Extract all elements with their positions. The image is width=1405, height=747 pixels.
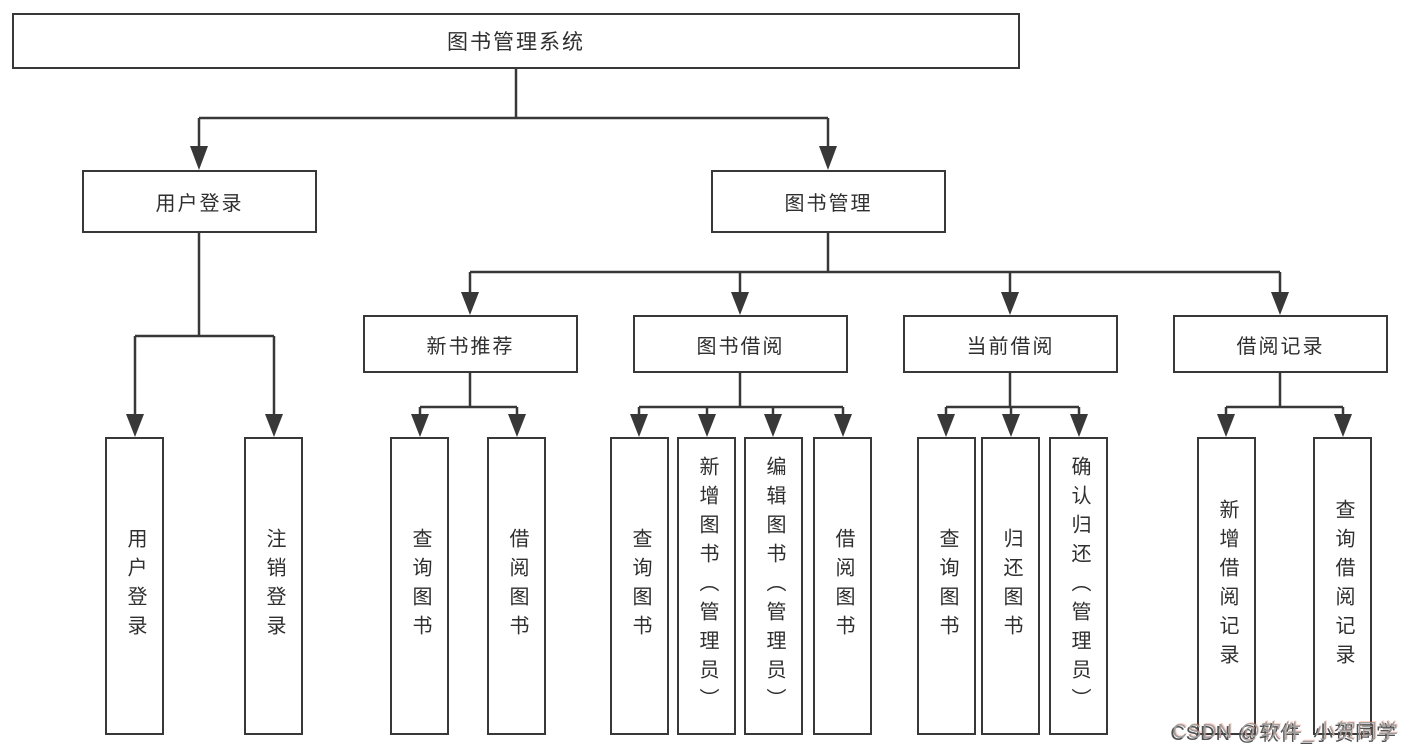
arrowheads (126, 146, 1352, 437)
node-library-management-system: 图书管理系统 (12, 13, 1020, 69)
arrow-down-icon (265, 414, 283, 437)
node-label: 用户登录 (124, 528, 146, 644)
node-leaf-query-books-borrowing: 查询图书 (610, 437, 669, 735)
node-label: 借阅图书 (832, 528, 854, 644)
connector-user-login-branch (133, 233, 276, 416)
node-label: 借阅图书 (506, 528, 528, 644)
connector-borrow-records-branch (1224, 373, 1345, 416)
node-label: 图书管理系统 (447, 31, 585, 54)
node-label: 新增借阅记录 (1216, 499, 1238, 673)
arrow-down-icon (630, 414, 648, 437)
arrow-down-icon (834, 414, 852, 437)
arrow-down-icon (508, 414, 526, 437)
arrow-down-icon (126, 414, 144, 437)
node-leaf-query-books-current: 查询图书 (917, 437, 976, 735)
arrow-down-icon (1070, 414, 1088, 437)
node-new-book-recommend: 新书推荐 (363, 315, 578, 373)
connector-paths (133, 69, 1345, 416)
node-leaf-query-borrow-record: 查询借阅记录 (1313, 437, 1372, 735)
arrow-down-icon (461, 292, 479, 315)
node-label: 图书借阅 (696, 335, 785, 358)
node-label: 借阅记录 (1236, 335, 1325, 358)
node-label: 查询图书 (629, 528, 651, 644)
connector-book-borrow-branch (637, 373, 845, 416)
arrow-down-icon (411, 414, 429, 437)
node-label: 查询借阅记录 (1332, 499, 1354, 673)
node-leaf-edit-books-admin: 编辑图书（管理员） (744, 437, 803, 735)
arrow-down-icon (190, 146, 208, 170)
node-label: 当前借阅 (966, 335, 1055, 358)
node-leaf-add-borrow-record: 新增借阅记录 (1197, 437, 1256, 735)
node-leaf-return-books: 归还图书 (981, 437, 1040, 735)
arrow-down-icon (819, 146, 837, 170)
node-leaf-logout: 注销登录 (244, 437, 303, 735)
node-label: 新增图书（管理员） (696, 455, 718, 717)
node-leaf-add-books-admin: 新增图书（管理员） (677, 437, 736, 735)
node-leaf-borrow-books-recommend: 借阅图书 (487, 437, 546, 735)
node-leaf-borrow-books: 借阅图书 (813, 437, 872, 735)
node-label: 图书管理 (784, 193, 873, 215)
node-label: 编辑图书（管理员） (763, 455, 785, 717)
arrow-down-icon (731, 292, 749, 315)
connector-root-to-level2 (197, 69, 830, 148)
arrow-down-icon (937, 414, 955, 437)
node-label: 查询图书 (409, 528, 431, 644)
connector-new-book-branch (418, 373, 519, 416)
arrow-down-icon (1217, 414, 1235, 437)
arrow-down-icon (698, 414, 716, 437)
node-book-management: 图书管理 (711, 170, 946, 233)
node-label: 查询图书 (936, 528, 958, 644)
arrow-down-icon (1002, 414, 1020, 437)
arrow-down-icon (1271, 292, 1289, 315)
arrow-down-icon (764, 414, 782, 437)
node-label: 用户登录 (155, 193, 244, 215)
node-borrowing-records: 借阅记录 (1173, 315, 1388, 373)
node-book-borrowing: 图书借阅 (633, 315, 848, 373)
node-leaf-query-books-recommend: 查询图书 (390, 437, 449, 735)
arrow-down-icon (1334, 414, 1352, 437)
connector-book-mgmt-branch (468, 233, 1282, 294)
node-label: 确认归还（管理员） (1068, 455, 1090, 717)
node-label: 注销登录 (263, 528, 285, 644)
connector-current-borrow-branch (944, 373, 1081, 416)
arrow-down-icon (1001, 292, 1019, 315)
node-user-login: 用户登录 (82, 170, 317, 233)
node-leaf-confirm-return-admin: 确认归还（管理员） (1049, 437, 1108, 735)
node-label: 新书推荐 (426, 335, 515, 358)
node-leaf-user-login: 用户登录 (105, 437, 164, 735)
csdn-watermark: CSDN @软件_小贺同学 (1172, 721, 1399, 743)
node-label: 归还图书 (1000, 528, 1022, 644)
node-current-borrowing: 当前借阅 (903, 315, 1118, 373)
